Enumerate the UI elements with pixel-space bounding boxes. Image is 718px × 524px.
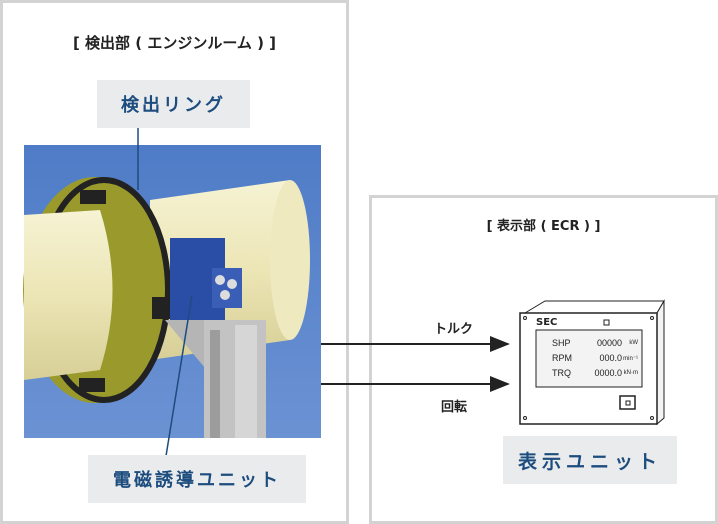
row-unit: min⁻¹: [623, 356, 638, 362]
display-row: RPM 000.0 min⁻¹: [552, 353, 638, 363]
row-name: TRQ: [552, 368, 571, 378]
display-unit-drawing: [519, 299, 665, 426]
sensor-photo: [23, 145, 321, 438]
row-name: SHP: [552, 338, 571, 348]
display-row: TRQ 0000.0 kN·m: [552, 368, 638, 378]
row-name: RPM: [552, 353, 572, 363]
row-value: 000.0: [599, 353, 622, 363]
display-panel: [369, 195, 718, 524]
torque-label: トルク: [434, 322, 474, 337]
row-unit: kN·m: [623, 370, 638, 376]
row-value: 00000: [596, 338, 622, 348]
rotation-label: 回転: [441, 400, 468, 415]
unit-leader-line: [165, 294, 193, 457]
display-header: [ 表示部 ( ECR ) ]: [486, 219, 601, 234]
display-unit-label: 表示ユニット: [503, 436, 677, 484]
row-value: 0000.0: [594, 368, 622, 378]
detection-ring-label: 検出リング: [97, 80, 250, 128]
row-unit: kW: [629, 340, 638, 346]
detection-panel: [0, 0, 349, 524]
display-row: SHP 00000 kW: [552, 338, 638, 348]
induction-unit-label: 電磁誘導ユニット: [88, 455, 306, 503]
display-brand: SEC: [536, 317, 558, 328]
detection-header: [ 検出部 ( エンジンルーム ) ]: [72, 34, 277, 52]
